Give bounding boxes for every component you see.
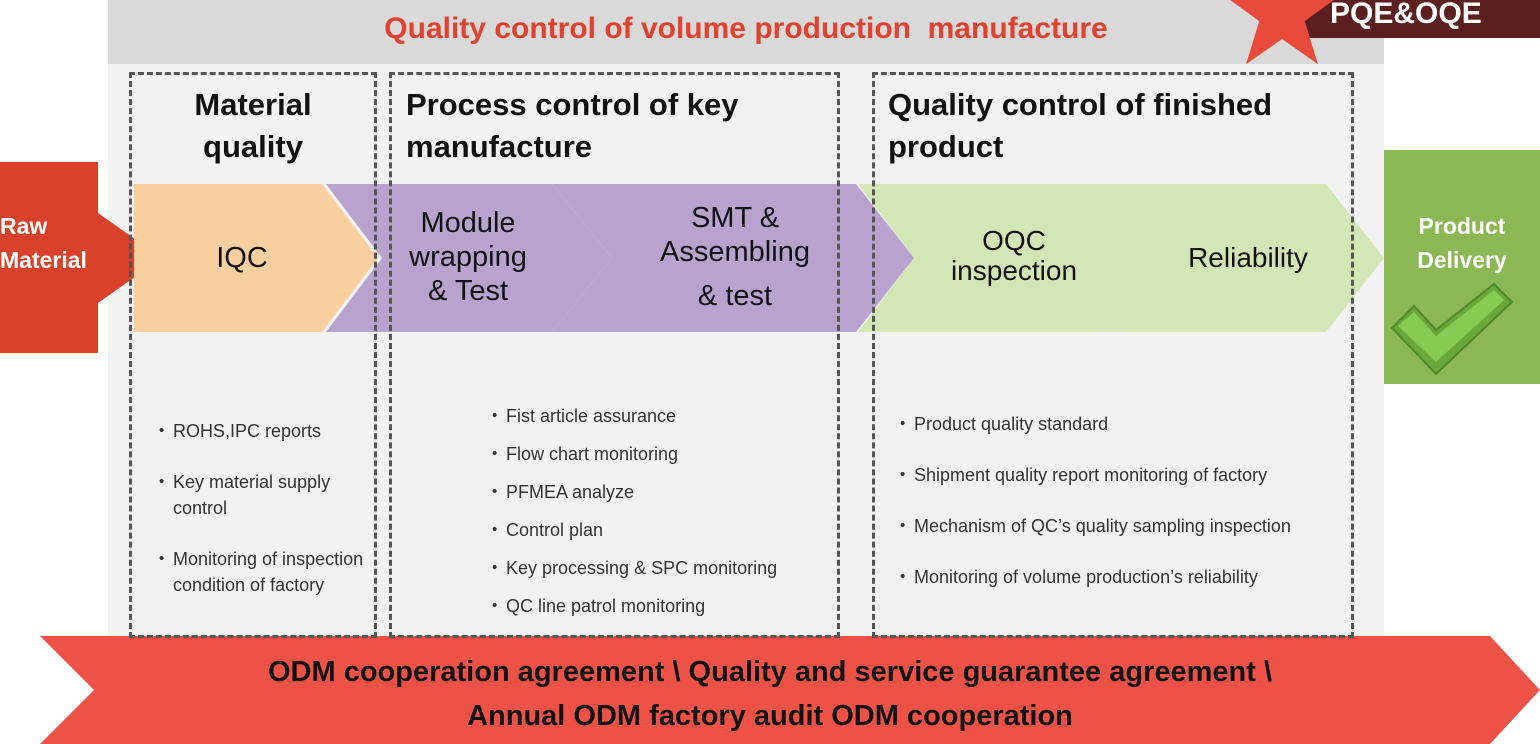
list-item: Flow chart monitoring: [492, 441, 832, 467]
checkmark-icon: [1390, 282, 1514, 376]
list-item: PFMEA analyze: [492, 479, 832, 505]
process-bullets: Fist article assurance Flow chart monito…: [492, 403, 832, 619]
banner-line1: ODM cooperation agreement \ Quality and …: [267, 656, 1273, 688]
smt-line2: Assembling: [660, 236, 810, 268]
list-item: Monitoring of volume production’s reliab…: [900, 564, 1350, 590]
oqc-line2: inspection: [950, 255, 1078, 286]
oqc-chevron: [858, 184, 1170, 332]
smt-line3: & test: [697, 280, 773, 312]
module-line2: wrapping: [409, 241, 527, 273]
finished-title-line2: product: [888, 129, 1004, 164]
oqc-step-label: OQC inspection: [930, 226, 1098, 286]
badge-label: PQE&OQE: [1330, 0, 1482, 30]
raw-material-line2: Material: [0, 247, 87, 273]
list-item: ROHS,IPC reports: [159, 418, 369, 444]
agreement-banner-text: ODM cooperation agreement \ Quality and …: [60, 650, 1480, 738]
material-section-box: [129, 72, 377, 638]
material-section-title: Material quality: [129, 84, 377, 168]
badge-box: [1296, 0, 1540, 38]
process-section-title: Process control of key manufacture: [406, 84, 739, 168]
agreement-banner: [40, 636, 1540, 744]
finished-section-box: [872, 72, 1354, 638]
list-item: Mechanism of QC’s quality sampling inspe…: [900, 513, 1350, 539]
star-icon: [1230, 0, 1334, 65]
header-band: [108, 0, 1384, 64]
product-delivery-line1: Product: [1418, 213, 1506, 239]
smt-chevron: [552, 184, 914, 332]
list-item: Product quality standard: [900, 411, 1350, 437]
reliability-step-label: Reliability: [1188, 242, 1308, 273]
product-delivery-label: Product Delivery: [1384, 209, 1540, 277]
list-item: Control plan: [492, 517, 832, 543]
module-line3: & Test: [427, 275, 509, 307]
iqc-chevron: [134, 184, 378, 332]
iqc-step-label: IQC: [216, 242, 268, 274]
material-bullets: ROHS,IPC reports Key material supply con…: [159, 418, 369, 598]
finished-section-title: Quality control of finished product: [888, 84, 1272, 168]
smt-step-label: SMT & Assembling & test: [642, 201, 828, 313]
material-title-line2: quality: [203, 129, 303, 164]
process-title-line2: manufacture: [406, 129, 593, 164]
list-item: QC line patrol monitoring: [492, 593, 832, 619]
process-title-line1: Process control of key: [406, 87, 739, 122]
material-title-line1: Material: [194, 87, 312, 122]
list-item: Monitoring of inspection condition of fa…: [159, 546, 369, 598]
list-item: Shipment quality report monitoring of fa…: [900, 462, 1350, 488]
module-step-label: Module wrapping & Test: [388, 206, 548, 308]
module-chevron: [326, 184, 612, 332]
oqc-line1: OQC: [982, 225, 1046, 256]
list-item: Key processing & SPC monitoring: [492, 555, 832, 581]
list-item: Fist article assurance: [492, 403, 832, 429]
module-line1: Module: [420, 207, 516, 239]
list-item: Key material supply control: [159, 469, 369, 521]
raw-material-line1: Raw: [0, 213, 48, 239]
product-delivery-line2: Delivery: [1417, 247, 1507, 273]
page-title: Quality control of volume production man…: [384, 12, 1108, 45]
process-section-box: [389, 72, 840, 638]
raw-material-label: Raw Material: [0, 209, 87, 277]
smt-line1: SMT &: [690, 202, 780, 234]
raw-material-arrow: [0, 162, 162, 353]
banner-line2: Annual ODM factory audit ODM cooperation: [467, 700, 1073, 732]
finished-title-line1: Quality control of finished: [888, 87, 1273, 122]
finished-bullets: Product quality standard Shipment qualit…: [900, 411, 1350, 590]
reliability-chevron: [1110, 184, 1384, 332]
